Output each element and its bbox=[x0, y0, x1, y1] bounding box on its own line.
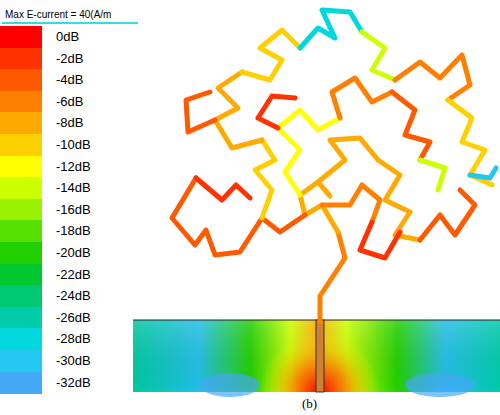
scale-label: -32dB bbox=[56, 375, 91, 390]
scale-swatch bbox=[0, 264, 42, 286]
scale-row: -28dB bbox=[0, 328, 132, 350]
scale-label: -16dB bbox=[56, 202, 91, 217]
scale-label: -26dB bbox=[56, 310, 91, 325]
scale-label: -12dB bbox=[56, 159, 91, 174]
scale-swatch bbox=[0, 177, 42, 199]
scale-label: -20dB bbox=[56, 245, 91, 260]
scale-swatch bbox=[0, 91, 42, 113]
scale-label: -2dB bbox=[56, 51, 83, 66]
scale-swatch bbox=[0, 156, 42, 178]
scale-label: -6dB bbox=[56, 94, 83, 109]
scale-row: -6dB bbox=[0, 91, 132, 113]
scale-row: -4dB bbox=[0, 69, 132, 91]
scale-row: -10dB bbox=[0, 134, 132, 156]
scale-label: -14dB bbox=[56, 180, 91, 195]
scale-row: -16dB bbox=[0, 199, 132, 221]
scale-label: -18dB bbox=[56, 223, 91, 238]
scale-header: Max E-current = 40(A/m bbox=[2, 4, 138, 24]
scale-row: -26dB bbox=[0, 307, 132, 329]
scale-row: -12dB bbox=[0, 156, 132, 178]
scale-row: 0dB bbox=[0, 26, 132, 48]
scale-swatch bbox=[0, 372, 42, 394]
scale-label: -4dB bbox=[56, 72, 83, 87]
scale-swatch bbox=[0, 328, 42, 350]
scale-row: -18dB bbox=[0, 220, 132, 242]
scale-swatch bbox=[0, 134, 42, 156]
scale-label: -30dB bbox=[56, 353, 91, 368]
scale-row: -30dB bbox=[0, 350, 132, 372]
scale-label: -8dB bbox=[56, 115, 83, 130]
scale-swatch bbox=[0, 285, 42, 307]
scale-row: -22dB bbox=[0, 264, 132, 286]
scale-label: -22dB bbox=[56, 267, 91, 282]
scale-row: -20dB bbox=[0, 242, 132, 264]
scale-row: -14dB bbox=[0, 177, 132, 199]
scale-swatch bbox=[0, 242, 42, 264]
scale-swatch bbox=[0, 48, 42, 70]
scale-swatch bbox=[0, 199, 42, 221]
scale-row: -24dB bbox=[0, 285, 132, 307]
scale-swatch bbox=[0, 112, 42, 134]
scale-row: -8dB bbox=[0, 112, 132, 134]
scale-label: -10dB bbox=[56, 137, 91, 152]
figure-caption: (b) bbox=[302, 396, 317, 412]
scale-row: -2dB bbox=[0, 48, 132, 70]
scale-swatch bbox=[0, 307, 42, 329]
scale-label: -28dB bbox=[56, 331, 91, 346]
scale-label: 0dB bbox=[56, 29, 79, 44]
scale-label: -24dB bbox=[56, 288, 91, 303]
scale-swatch bbox=[0, 26, 42, 48]
scale-title: Max E-current = 40(A/m bbox=[2, 9, 111, 20]
scale-swatch bbox=[0, 220, 42, 242]
scale-row: -32dB bbox=[0, 372, 132, 394]
scale-swatch bbox=[0, 69, 42, 91]
scale-swatch bbox=[0, 350, 42, 372]
